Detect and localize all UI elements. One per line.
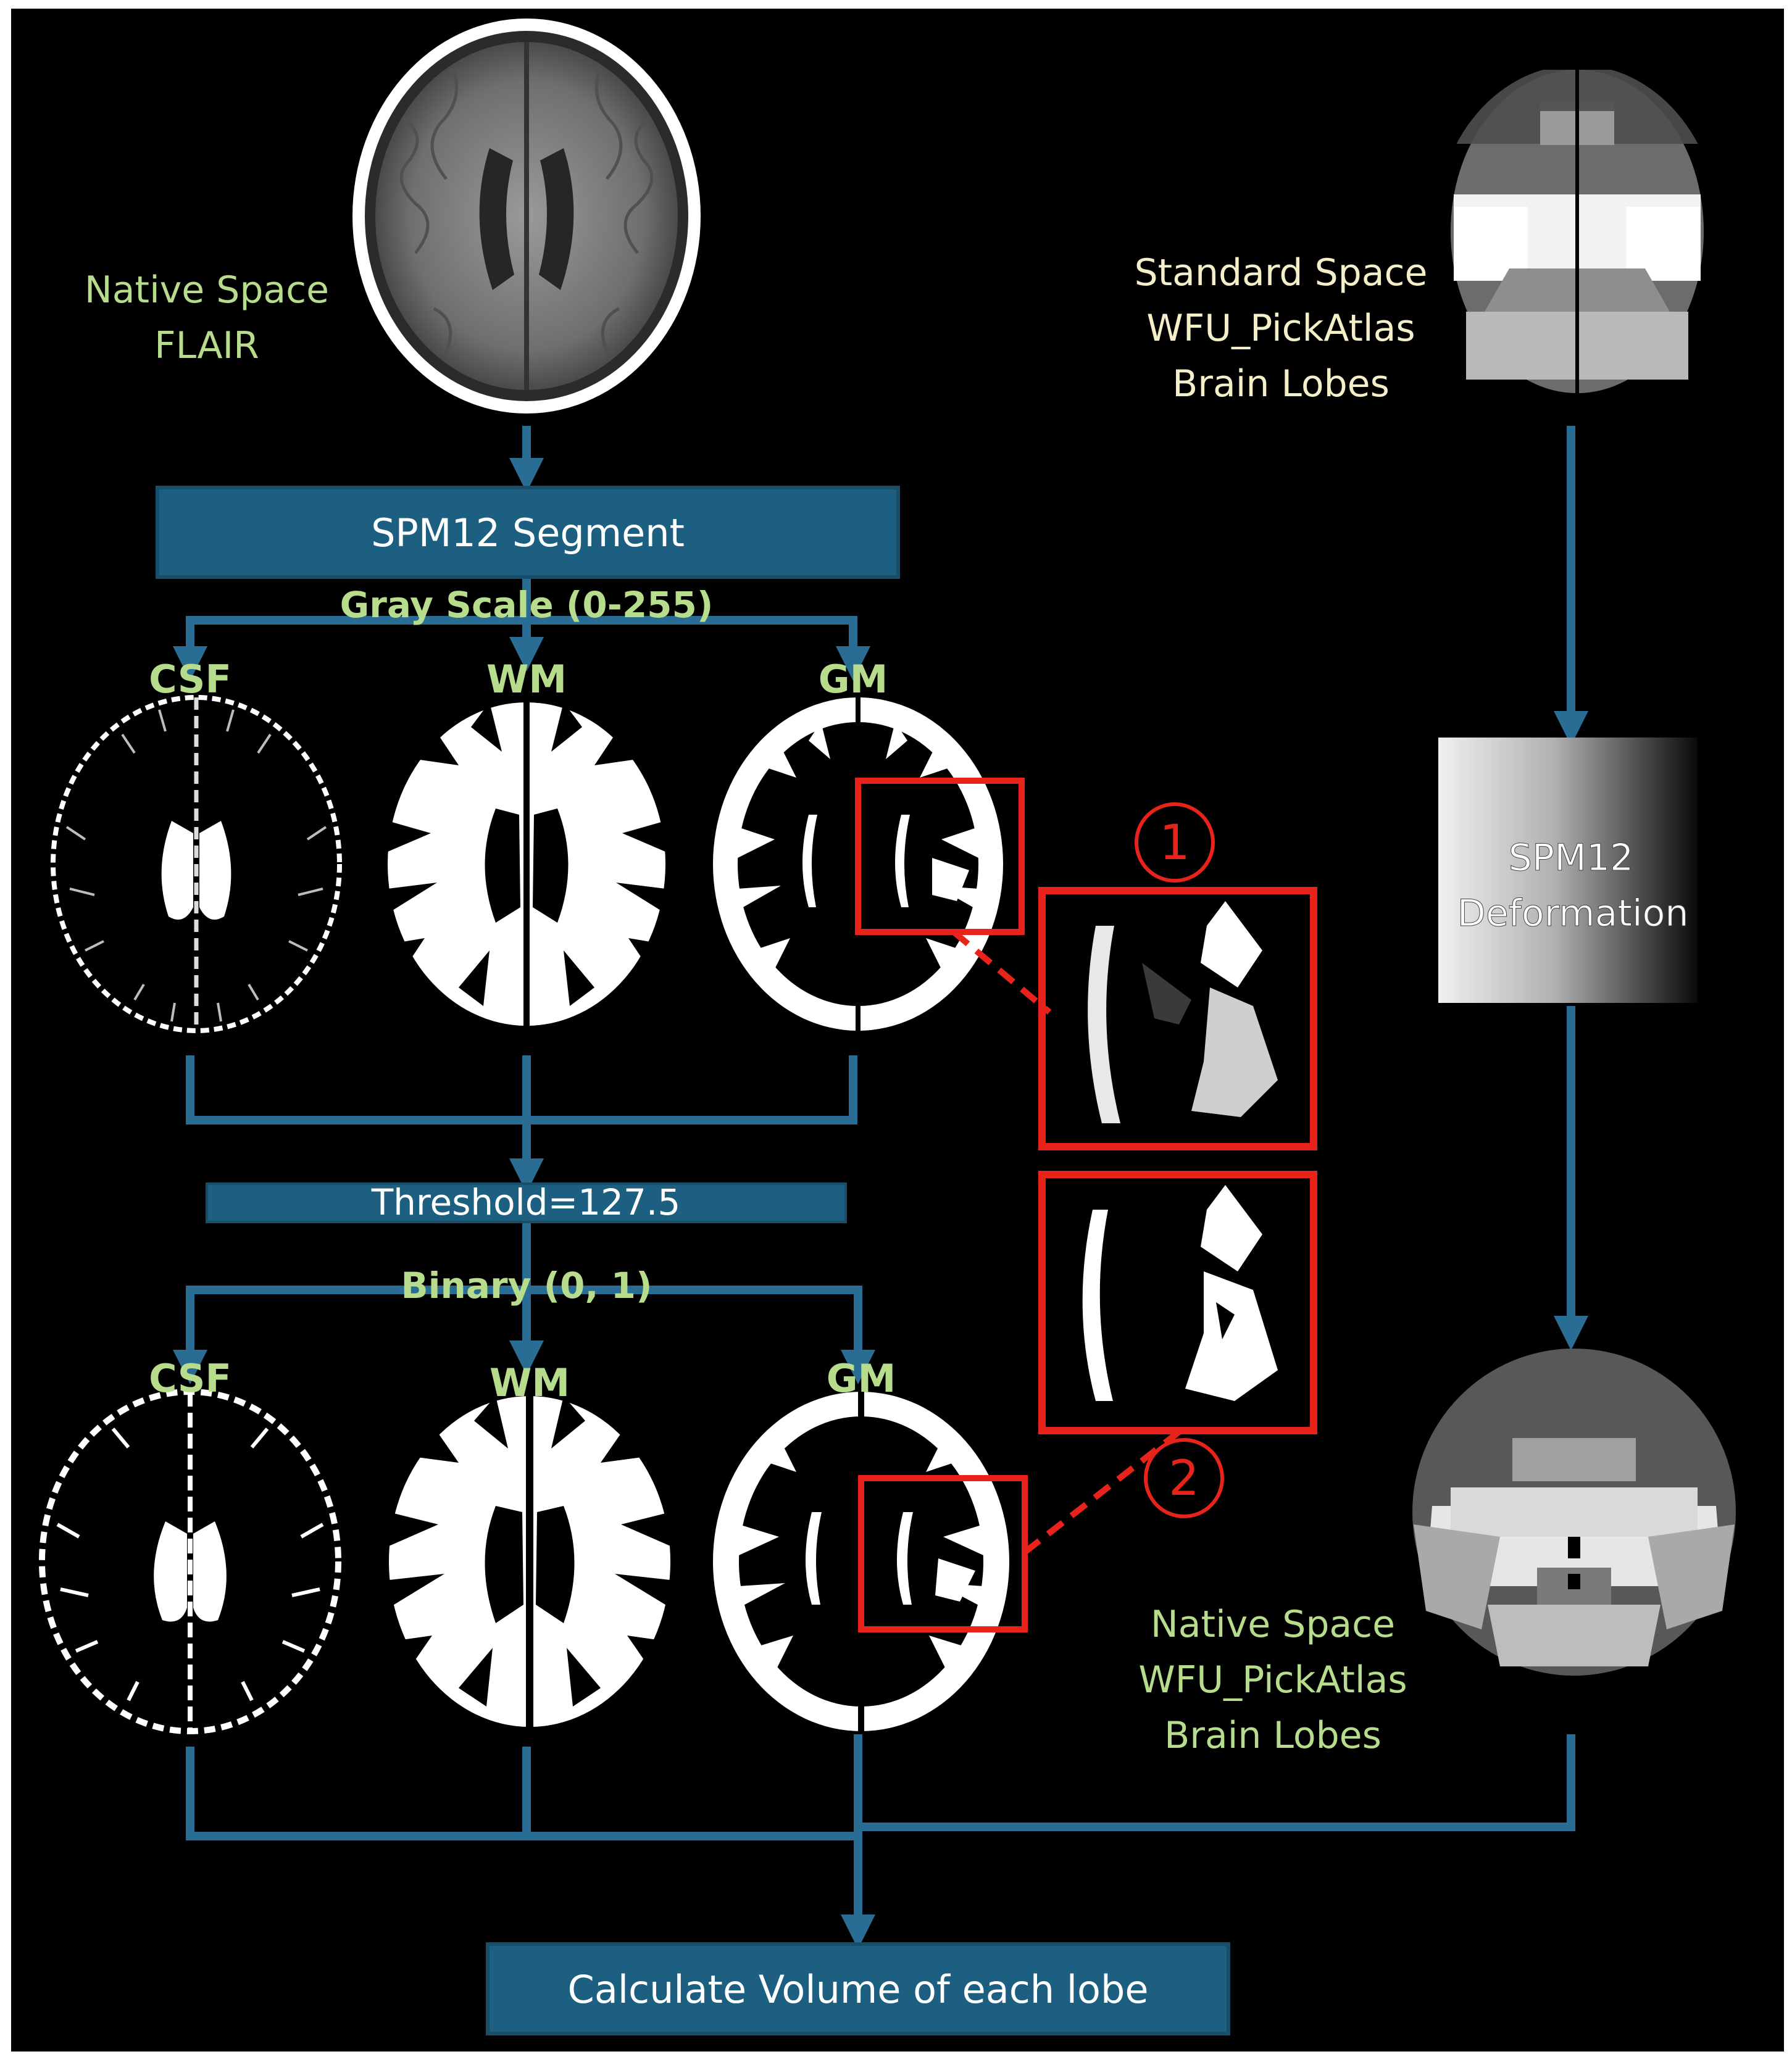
binary-label: Binary (0, 1): [401, 1265, 652, 1307]
segment-box: SPM12 Segment: [156, 486, 900, 579]
native-atlas-line3: Brain Lobes: [1164, 1714, 1382, 1757]
standard-atlas-line2: WFU_PickAtlas: [1146, 307, 1415, 350]
native-atlas-line1: Native Space: [1151, 1603, 1395, 1646]
csf-gray-image: [51, 695, 342, 1033]
zoom-badge-2: 2: [1169, 1451, 1199, 1507]
deformation-box-line1: SPM12: [1509, 836, 1633, 879]
standard-atlas-label: Standard Space WFU_PickAtlas Brain Lobes: [1135, 251, 1428, 405]
atlas-standard-image: [1451, 70, 1704, 393]
deformation-box-line2: Deformation: [1457, 892, 1689, 935]
zoom-gray-image: [1038, 887, 1317, 1150]
tissue-top-csf: CSF: [149, 657, 231, 702]
flow-lines: [173, 426, 1588, 1949]
zoom-number-badges: 1 2: [1135, 802, 1224, 1518]
native-flair-label: Native Space FLAIR: [85, 268, 329, 367]
segment-box-label: SPM12 Segment: [371, 510, 685, 555]
threshold-box: Threshold=127.5: [206, 1181, 847, 1223]
brain-flair-image: [352, 19, 701, 414]
standard-atlas-line1: Standard Space: [1135, 251, 1428, 294]
tissue-top-wm: WM: [486, 657, 567, 702]
zoom-highlights: [855, 778, 1028, 1632]
gray-scale-label: Gray Scale (0-255): [340, 584, 714, 626]
tissue-bottom-csf: CSF: [149, 1356, 231, 1401]
threshold-box-label: Threshold=127.5: [371, 1181, 680, 1223]
tissue-labels-top: CSF WM GM: [149, 657, 888, 702]
tissue-top-gm: GM: [819, 657, 888, 702]
calculate-box: Calculate Volume of each lobe: [486, 1942, 1230, 2035]
zoom-binary-image: [1038, 1171, 1317, 1434]
native-flair-line2: FLAIR: [154, 324, 259, 367]
zoom-badge-1: 1: [1159, 815, 1190, 871]
atlas-native-image: [1412, 1349, 1736, 1676]
native-flair-line1: Native Space: [85, 268, 329, 312]
tissue-labels-bottom: CSF WM GM: [149, 1356, 896, 1405]
wm-binary-image: [389, 1396, 670, 1727]
standard-atlas-line3: Brain Lobes: [1172, 362, 1390, 405]
native-atlas-line2: WFU_PickAtlas: [1138, 1658, 1407, 1702]
native-atlas-label: Native Space WFU_PickAtlas Brain Lobes: [1138, 1603, 1407, 1757]
calculate-box-label: Calculate Volume of each lobe: [568, 1967, 1149, 2012]
tissue-bottom-wm: WM: [490, 1360, 570, 1405]
wm-gray-image: [388, 702, 665, 1026]
tissue-bottom-gm: GM: [827, 1356, 896, 1401]
csf-binary-image: [39, 1389, 341, 1734]
deformation-box: SPM12 Deformation: [1438, 738, 1698, 1003]
zoom-connectors: [951, 929, 1181, 1555]
